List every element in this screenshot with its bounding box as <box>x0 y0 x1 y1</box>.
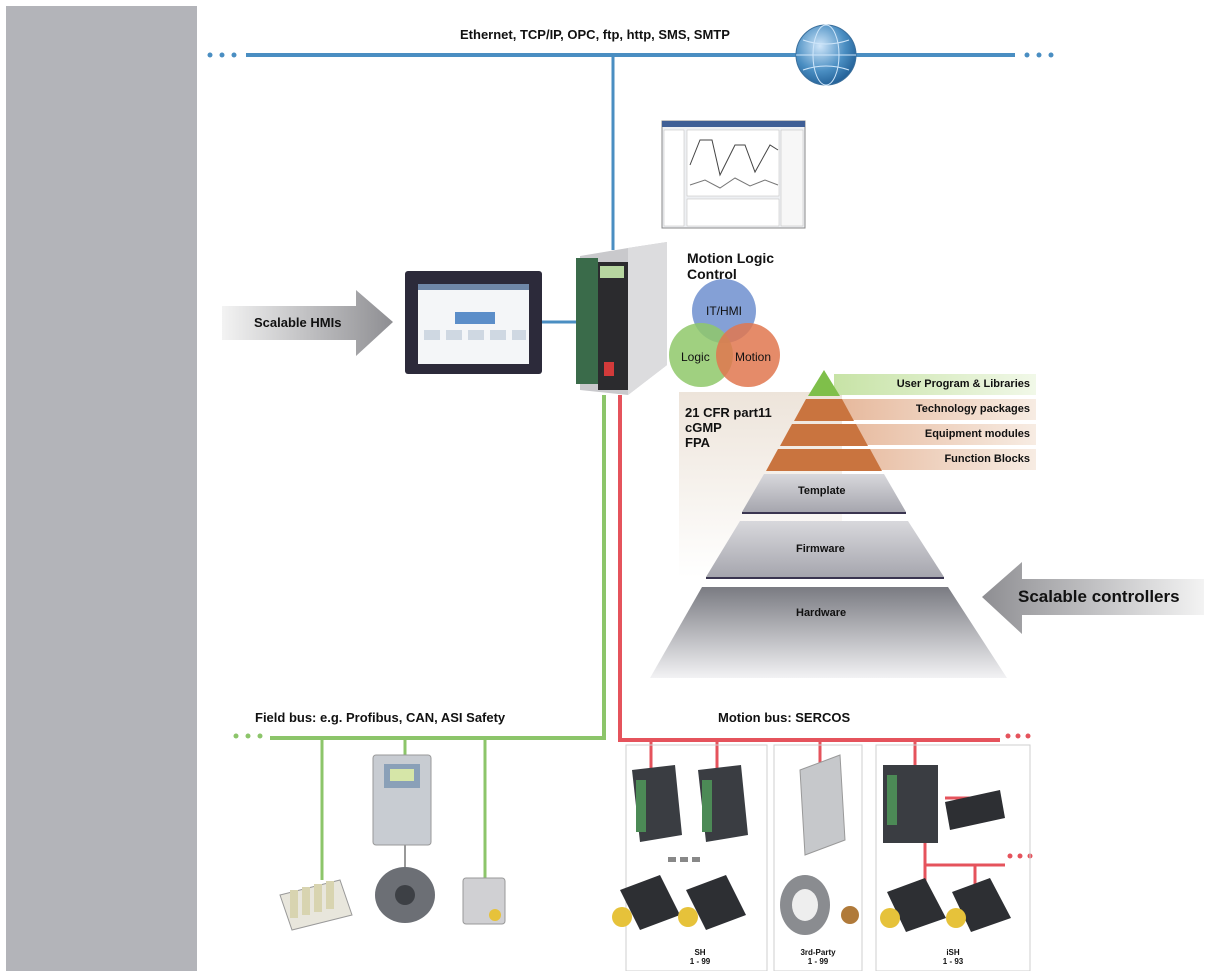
frequency-inverter-image <box>372 754 432 846</box>
ish-motor-2-image <box>946 878 1011 932</box>
field-bus-label: Field bus: e.g. Profibus, CAN, ASI Safet… <box>255 710 506 725</box>
venn-diagram <box>669 279 780 387</box>
venn-title-line1: Motion Logic <box>687 250 775 266</box>
device-label-third-party: 3rd-Party 1 - 99 <box>778 948 858 966</box>
regulation-item: 21 CFR part11 <box>685 405 772 420</box>
device-label-ish: iSH 1 - 93 <box>913 948 993 966</box>
controller-image <box>576 242 667 395</box>
venn-label-motion: Motion <box>735 350 772 364</box>
venn-circle-motion <box>716 323 780 387</box>
band-label-equipment: Equipment modules <box>924 428 1030 440</box>
device-range: 1 - 99 <box>807 957 829 966</box>
tier-label-hardware: Hardware <box>796 607 847 619</box>
pyramid-bands <box>834 374 1036 470</box>
venn-label-logic: Logic <box>681 350 710 364</box>
tier-label-template: Template <box>798 485 846 497</box>
band-label-user-program: User Program & Libraries <box>896 378 1030 390</box>
sh-motor-1-image <box>612 875 680 930</box>
plc-io-image <box>279 879 353 931</box>
motor-image <box>375 867 435 923</box>
ish-drive-image <box>883 765 938 843</box>
device-name: iSH <box>946 948 960 957</box>
sh-drive-2-image <box>698 765 748 842</box>
hmi-panel-image <box>405 271 542 374</box>
scalable-hmis-label: Scalable HMIs <box>254 315 342 330</box>
globe-icon <box>795 24 857 86</box>
motion-devices <box>612 754 1011 935</box>
device-group-frames <box>625 744 1031 971</box>
band-label-function-blocks: Function Blocks <box>944 453 1030 465</box>
third-party-gear-image <box>780 875 859 935</box>
left-sidebar-panel <box>6 6 197 971</box>
servo-motor-image <box>462 877 506 925</box>
scalable-controllers-arrow <box>982 562 1204 634</box>
device-range: 1 - 93 <box>942 957 964 966</box>
band-label-technology: Technology packages <box>915 403 1030 415</box>
venn-title: Motion Logic Control <box>687 250 774 282</box>
ish-io-module-image <box>945 790 1005 830</box>
device-name: SH <box>694 948 706 957</box>
field-bus <box>233 395 606 880</box>
venn-circle-logic <box>669 323 733 387</box>
device-range: 1 - 99 <box>689 957 711 966</box>
ethernet-bus <box>207 52 1054 324</box>
regulations-list: 21 CFR part11 cGMP FPA <box>685 405 772 450</box>
regulation-item: FPA <box>685 435 711 450</box>
tier-label-firmware: Firmware <box>796 543 845 555</box>
pyramid <box>650 370 1007 678</box>
scalable-hmis-arrow <box>222 290 393 356</box>
device-label-sh: SH 1 - 99 <box>660 948 740 966</box>
device-name: 3rd-Party <box>800 948 836 957</box>
software-screenshot-image <box>661 120 806 229</box>
venn-title-line2: Control <box>687 266 737 282</box>
ish-motor-1-image <box>880 878 946 932</box>
venn-label-ithmi: IT/HMI <box>706 304 742 318</box>
field-devices <box>279 754 506 931</box>
sh-motor-2-image <box>678 875 746 930</box>
regulation-item: cGMP <box>685 420 722 435</box>
ethernet-bus-label: Ethernet, TCP/IP, OPC, ftp, http, SMS, S… <box>460 27 730 42</box>
scalable-controllers-label: Scalable controllers <box>1018 587 1180 606</box>
sh-drive-1-image <box>632 765 682 842</box>
ellipsis-dots <box>668 857 700 862</box>
third-party-drive-image <box>799 754 846 856</box>
motion-bus-label: Motion bus: SERCOS <box>718 710 851 725</box>
